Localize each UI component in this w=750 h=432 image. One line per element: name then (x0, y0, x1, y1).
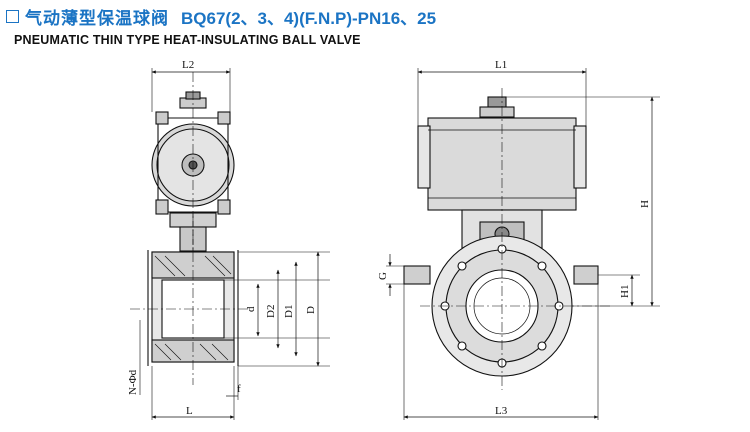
dim-d: d (245, 306, 257, 312)
front-view (386, 68, 660, 420)
subtitle-english: PNEUMATIC THIN TYPE HEAT-INSULATING BALL… (14, 33, 361, 47)
checkbox-square-icon (6, 9, 19, 23)
title-model: BQ67(2、3、4)(F.N.P)-PN16、25 (181, 8, 437, 28)
dim-L1: L1 (495, 59, 507, 71)
dim-L3: L3 (495, 405, 508, 417)
title-chinese: 气动薄型保温球阀 (25, 8, 169, 28)
dim-H1: H1 (619, 285, 631, 298)
dim-H: H (639, 200, 651, 208)
dim-L: L (186, 405, 193, 417)
dim-f: f (237, 383, 241, 395)
dim-L2: L2 (182, 59, 194, 71)
dim-D: D (305, 306, 317, 314)
dim-D2: D2 (265, 305, 277, 318)
dim-G: G (377, 272, 389, 280)
side-view (130, 68, 330, 420)
page-title: 气动薄型保温球阀 BQ67(2、3、4)(F.N.P)-PN16、25 (6, 4, 436, 28)
dim-D1: D1 (283, 305, 295, 318)
dim-N-d: N-Φd (127, 369, 139, 395)
